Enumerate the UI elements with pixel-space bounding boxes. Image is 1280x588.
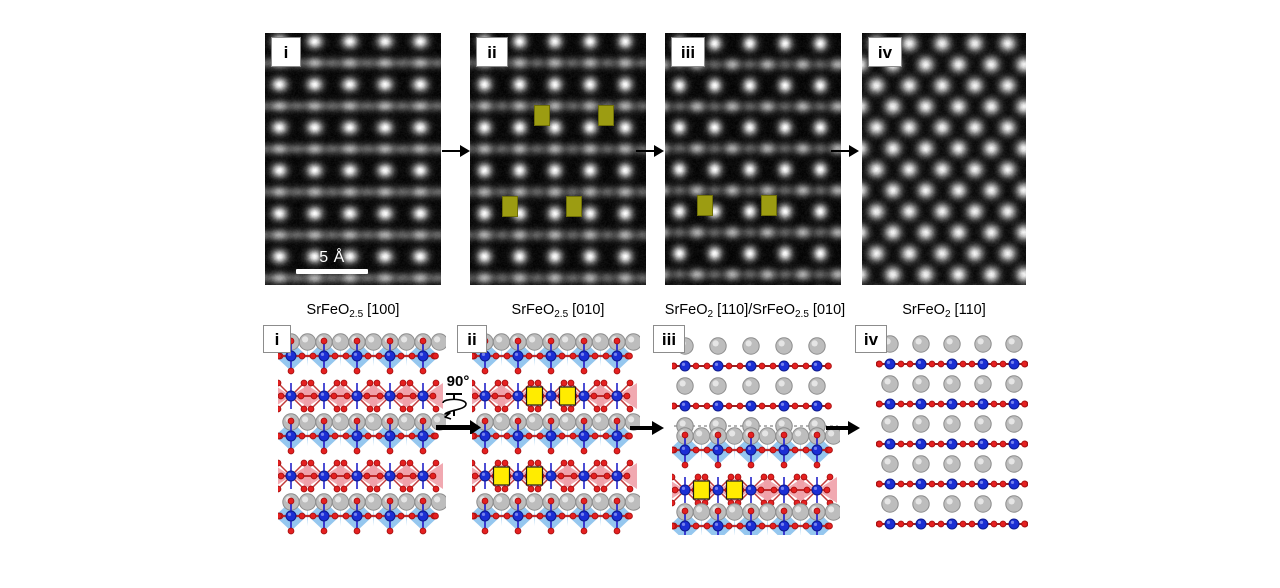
rotation-label: 90° [430, 374, 486, 389]
panel-badge-iv-stem-label: iv [878, 44, 892, 61]
caption-i-post: [100] [363, 302, 399, 318]
structure-diagram-iii [672, 330, 840, 535]
caption-panel-i: SrFeO2.5 [100] [265, 303, 441, 318]
caption-panel-ii: SrFeO2.5 [010] [470, 303, 646, 318]
caption-ii-post: [010] [568, 302, 604, 318]
caption-i-pre: SrFeO [307, 302, 350, 318]
panel-badge-iii-stem-label: iii [681, 44, 695, 61]
stem-marker [502, 196, 518, 217]
caption-ii-sub: 2.5 [554, 309, 568, 320]
caption-panel-iii: SrFeO2 [110]/SrFeO2.5 [010] [640, 303, 870, 318]
rotation-arrow-icon [432, 390, 484, 434]
structure-diagram-iv [876, 330, 1028, 535]
structure-svg-ii [472, 330, 640, 535]
panel-badge-i-stem: i [271, 37, 301, 67]
panel-badge-i-stem-label: i [284, 44, 289, 61]
stem-marker [697, 195, 713, 216]
arrow-stem-ii-to-iii [636, 143, 664, 164]
structure-svg-iv [876, 330, 1028, 535]
panel-badge-i-structure-label: i [275, 331, 280, 348]
stem-image-iii [665, 33, 841, 285]
scale-bar: 5 Å [292, 250, 372, 274]
stem-marker [534, 105, 550, 126]
panel-badge-ii-structure-label: ii [467, 331, 476, 348]
structure-svg-iii [672, 330, 840, 535]
panel-badge-iv-stem: iv [868, 37, 902, 67]
caption-i-sub: 2.5 [349, 309, 363, 320]
arrow-stem-iii-to-iv [831, 143, 859, 164]
stem-image-ii [470, 33, 646, 285]
structure-diagram-i [278, 330, 446, 535]
rotation-transition-90: 90° [430, 374, 486, 439]
structure-diagram-ii [472, 330, 640, 535]
scale-bar-label: 5 Å [292, 250, 372, 266]
caption-iii-pre: SrFeO [665, 302, 708, 318]
panel-badge-iii-structure-label: iii [662, 331, 676, 348]
panel-badge-i-structure: i [263, 325, 291, 353]
caption-iii-mid: [110]/SrFeO [713, 302, 795, 318]
stem-canvas-iii [665, 33, 841, 285]
arrow-stem-i-to-ii [442, 143, 470, 164]
stem-canvas-ii [470, 33, 646, 285]
panel-badge-iii-stem: iii [671, 37, 705, 67]
panel-badge-iii-structure: iii [653, 325, 685, 353]
arrow-structure-iii-to-iv [826, 420, 860, 441]
panel-badge-ii-stem: ii [476, 37, 508, 67]
caption-iv-pre: SrFeO [902, 302, 945, 318]
stem-image-iv [862, 33, 1026, 285]
caption-iii-sub: 2 [708, 309, 714, 320]
caption-iv-sub: 2 [945, 309, 951, 320]
caption-iii-sub2: 2.5 [795, 309, 809, 320]
caption-iv-post: [110] [951, 302, 986, 318]
panel-badge-iv-structure-label: iv [864, 331, 878, 348]
caption-panel-iv: SrFeO2 [110] [862, 303, 1026, 318]
caption-ii-pre: SrFeO [512, 302, 555, 318]
stem-canvas-i [265, 33, 441, 285]
scale-bar-line [296, 269, 368, 274]
panel-badge-ii-structure: ii [457, 325, 487, 353]
stem-canvas-iv [862, 33, 1026, 285]
arrow-structure-ii-to-iii [630, 420, 664, 441]
structure-svg-i [278, 330, 446, 535]
panel-badge-ii-stem-label: ii [487, 44, 496, 61]
stem-marker [598, 105, 614, 126]
stem-marker [566, 196, 582, 217]
panel-badge-iv-structure: iv [855, 325, 887, 353]
stem-marker [761, 195, 777, 216]
stem-image-i [265, 33, 441, 285]
caption-iii-post: [010] [809, 302, 845, 318]
